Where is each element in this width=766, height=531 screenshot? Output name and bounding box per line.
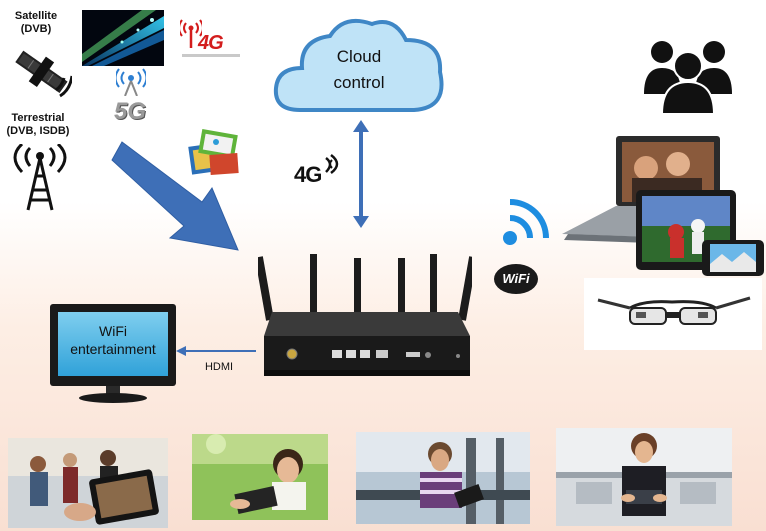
photo-woman-grass [192,434,328,520]
tv-label: WiFi entertainment [58,322,168,358]
satellite-icon [15,50,72,98]
wifi-badge: WiFi [494,264,538,294]
link-4g-badge: 4G [292,152,348,188]
cloud-label-line2: control [333,73,385,92]
cellular-5g-badge: 5G [108,68,156,130]
media-thumbnail-image [186,128,242,178]
cloud-label: Cloud control [300,44,418,96]
cloud-shape [273,19,444,112]
photo-tablet-crowd [8,438,168,528]
antenna-4g-icon [180,19,202,48]
broadcast-tower-icon [13,144,67,211]
hdmi-label: HDMI [204,361,234,373]
photo-man-bench [356,432,530,524]
satellite-type: (DVB) [20,23,52,35]
wifi-signal-icon [503,199,549,245]
photo-woman-station [556,428,732,526]
tv-label-line1: WiFi [99,323,127,339]
cellular-4g-badge: 4G [178,18,242,58]
satellite-name: Satellite [14,10,58,22]
antenna-5g-icon [116,68,146,96]
hdmi-arrow [176,346,256,356]
cellular-4g-text: 4G [198,32,224,54]
smart-glasses-frame [584,278,762,350]
terrestrial-type: (DVB, ISDB) [6,125,70,137]
link-4g-text: 4G [294,162,322,187]
tv-device: WiFi entertainment [48,302,178,404]
signal-4g-icon [325,154,339,174]
smart-glasses-device [597,296,751,325]
cloud-link-arrow [353,120,369,228]
terrestrial-name: Terrestrial [11,112,65,124]
user-group-icon [644,41,732,114]
cellular-5g-text: 5G [114,98,147,125]
smartphone-device [702,240,764,276]
router-device [254,250,478,380]
cloud-label-line1: Cloud [336,47,382,66]
wifi-badge-text: WiFi [502,271,530,286]
tv-label-line2: entertainment [70,341,156,357]
input-arrow [111,141,239,251]
terrestrial-label: Terrestrial (DVB, ISDB) [0,112,76,138]
satellite-label: Satellite (DVB) [10,10,62,36]
fiber-optic-image [82,10,164,66]
